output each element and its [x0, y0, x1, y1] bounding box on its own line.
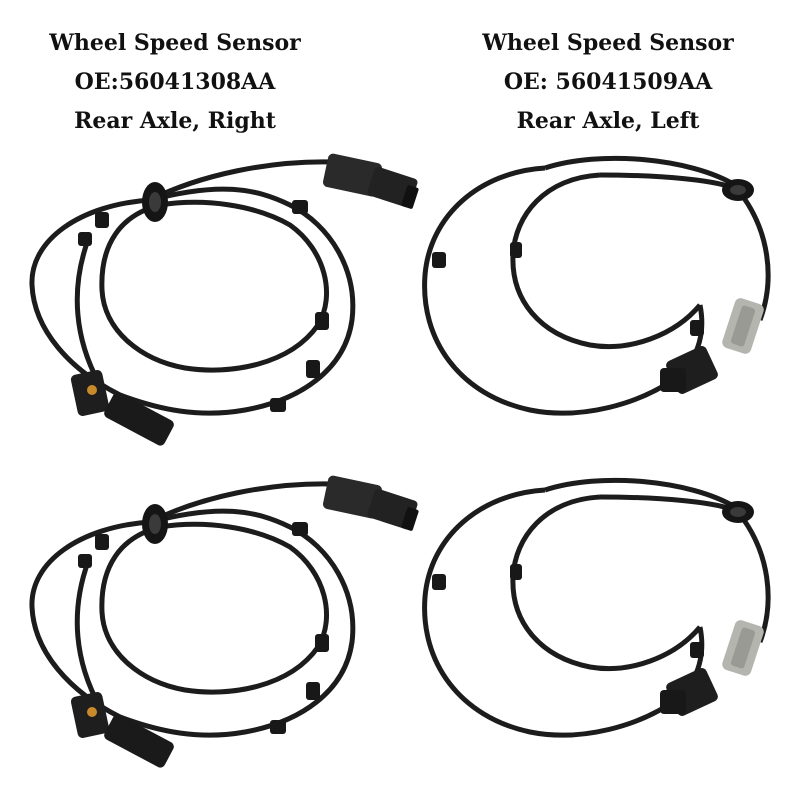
caption-position: Rear Axle, Right	[74, 108, 276, 134]
sensor-left-top	[425, 158, 769, 413]
caption-rear-left: Wheel Speed Sensor OE: 56041509AA Rear A…	[443, 24, 773, 141]
caption-title: Wheel Speed Sensor	[482, 30, 734, 56]
sensor-right-bottom	[32, 475, 419, 770]
caption-oe-number: OE: 56041509AA	[503, 69, 713, 95]
caption-rear-right: Wheel Speed Sensor OE:56041308AA Rear Ax…	[10, 24, 340, 141]
caption-position: Rear Axle, Left	[516, 108, 700, 134]
caption-oe-number: OE:56041308AA	[74, 69, 276, 95]
sensor-left-bottom	[425, 480, 769, 735]
sensor-right-top	[32, 153, 419, 448]
caption-title: Wheel Speed Sensor	[49, 30, 301, 56]
